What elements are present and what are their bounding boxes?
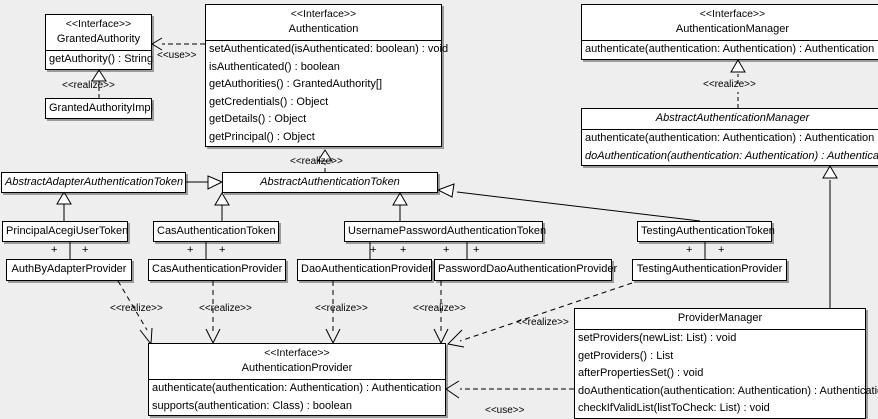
class-name: GrantedAuthority bbox=[56, 33, 141, 45]
class-box-provider-manager[interactable]: ProviderManager setProviders(newList: Li… bbox=[574, 308, 878, 419]
class-box-password-dao-authentication-provider[interactable]: PasswordDaoAuthenticationProvider bbox=[434, 259, 618, 281]
methods-compartment: authenticate(authentication: Authenticat… bbox=[149, 379, 445, 415]
class-header-abstract-authentication-manager: AbstractAuthenticationManager bbox=[582, 109, 878, 129]
class-name: Authentication bbox=[288, 23, 359, 35]
methods-compartment: setProviders(newList: List) : void getPr… bbox=[575, 329, 878, 418]
methods-compartment: authenticate(authentication: Authenticat… bbox=[582, 40, 878, 59]
relationship-label-realize-dao: <<realize>> bbox=[315, 303, 368, 314]
association-marker-plus: + bbox=[370, 244, 377, 256]
method-do-authentication: doAuthentication(authentication: Authent… bbox=[585, 149, 878, 162]
class-name: AuthenticationManager bbox=[675, 23, 790, 35]
method-get-details: getDetails() : Object bbox=[209, 113, 307, 125]
class-name-granted-authority-impl: GrantedAuthorityImpl bbox=[49, 102, 153, 114]
association-marker-plus: + bbox=[219, 244, 226, 256]
method-get-authority: getAuthority() : String bbox=[49, 53, 153, 65]
relationship-label-use-provider-manager: <<use>> bbox=[485, 405, 525, 416]
class-box-granted-authority[interactable]: <<Interface>> GrantedAuthority getAuthor… bbox=[45, 14, 153, 70]
class-name-username-password-authentication-token: UsernamePasswordAuthenticationToken bbox=[348, 225, 547, 237]
methods-compartment: getAuthority() : String bbox=[46, 50, 153, 69]
relationship-label-realize-granted-authority: <<realize>> bbox=[62, 80, 115, 91]
method-authenticate: authenticate(authentication: Authenticat… bbox=[585, 43, 875, 55]
association-marker-plus: + bbox=[443, 244, 450, 256]
class-box-username-password-authentication-token[interactable]: UsernamePasswordAuthenticationToken bbox=[344, 221, 547, 242]
association-marker-plus: + bbox=[82, 244, 89, 256]
method-get-credentials: getCredentials() : Object bbox=[209, 95, 329, 108]
class-box-testing-authentication-provider[interactable]: TestingAuthenticationProvider bbox=[632, 259, 787, 281]
class-box-authentication[interactable]: <<Interface>> Authentication setAuthenti… bbox=[205, 4, 449, 147]
method-supports: supports(authentication: Class) : boolea… bbox=[152, 399, 352, 412]
association-marker-plus: + bbox=[51, 244, 58, 256]
class-box-abstract-authentication-manager[interactable]: AbstractAuthenticationManager authentica… bbox=[581, 108, 878, 166]
methods-compartment: setAuthenticated(isAuthenticated: boolea… bbox=[206, 40, 449, 146]
class-name-abstract-adapter-authentication-token: AbstractAdapterAuthenticationToken bbox=[5, 176, 184, 188]
class-name-abstract-authentication-token: AbstractAuthenticationToken bbox=[260, 176, 400, 188]
association-marker-plus: + bbox=[718, 244, 725, 256]
class-header-granted-authority: <<Interface>> GrantedAuthority bbox=[46, 15, 151, 50]
stereotype-interface: <<Interface>> bbox=[264, 347, 330, 359]
relationship-label-realize-auth-by-adapter: <<realize>> bbox=[110, 303, 163, 314]
class-box-auth-by-adapter-provider[interactable]: AuthByAdapterProvider bbox=[6, 259, 132, 281]
method-is-authenticated: isAuthenticated() : boolean bbox=[209, 60, 340, 73]
class-box-principal-acegi-user-token[interactable]: PrincipalAcegiUserToken bbox=[2, 221, 128, 242]
method-authenticate: authenticate(authentication: Authenticat… bbox=[152, 382, 442, 394]
stereotype-interface: <<Interface>> bbox=[699, 8, 766, 20]
stereotype-interface: <<Interface>> bbox=[65, 18, 132, 30]
class-name-password-dao-authentication-provider: PasswordDaoAuthenticationProvider bbox=[438, 263, 618, 275]
method-do-authentication: doAuthentication(authentication: Authent… bbox=[578, 384, 878, 397]
class-box-dao-authentication-provider[interactable]: DaoAuthenticationProvider bbox=[297, 259, 432, 281]
class-name: AuthenticationProvider bbox=[241, 362, 353, 374]
class-box-abstract-adapter-authentication-token[interactable]: AbstractAdapterAuthenticationToken bbox=[1, 172, 186, 193]
class-name-testing-authentication-provider: TestingAuthenticationProvider bbox=[636, 263, 783, 275]
association-marker-plus: + bbox=[400, 244, 407, 256]
class-name-auth-by-adapter-provider: AuthByAdapterProvider bbox=[11, 263, 127, 275]
class-name: AbstractAuthenticationManager bbox=[655, 112, 810, 124]
methods-compartment: authenticate(authentication: Authenticat… bbox=[582, 129, 878, 165]
class-header-provider-manager: ProviderManager bbox=[575, 309, 865, 329]
class-header-authentication-manager: <<Interface>> AuthenticationManager bbox=[582, 5, 878, 40]
method-get-providers: getProviders() : List bbox=[578, 349, 674, 362]
class-box-granted-authority-impl[interactable]: GrantedAuthorityImpl bbox=[45, 98, 153, 119]
method-get-authorities: getAuthorities() : GrantedAuthority[] bbox=[209, 78, 383, 90]
relationship-label-realize-authentication-manager: <<realize>> bbox=[703, 79, 756, 90]
method-authenticate: authenticate(authentication: Authenticat… bbox=[585, 132, 875, 144]
class-box-cas-authentication-token[interactable]: CasAuthenticationToken bbox=[153, 221, 279, 242]
relationship-label-realize-password-dao: <<realize>> bbox=[413, 303, 466, 314]
class-box-abstract-authentication-token[interactable]: AbstractAuthenticationToken bbox=[222, 172, 438, 193]
method-after-properties-set: afterPropertiesSet() : void bbox=[578, 367, 704, 379]
class-header-authentication: <<Interface>> Authentication bbox=[206, 5, 441, 40]
class-name: ProviderManager bbox=[677, 312, 763, 324]
class-name-principal-acegi-user-token: PrincipalAcegiUserToken bbox=[6, 225, 129, 237]
class-box-authentication-provider[interactable]: <<Interface>> AuthenticationProvider aut… bbox=[148, 343, 446, 416]
class-box-cas-authentication-provider[interactable]: CasAuthenticationProvider bbox=[148, 259, 286, 281]
association-marker-plus: + bbox=[187, 244, 194, 256]
relationship-label-realize-authentication: <<realize>> bbox=[290, 156, 343, 167]
method-get-principal: getPrincipal() : Object bbox=[209, 130, 315, 143]
class-name-cas-authentication-provider: CasAuthenticationProvider bbox=[152, 263, 283, 275]
class-name-testing-authentication-token: TestingAuthenticationToken bbox=[641, 225, 775, 237]
relationship-label-use-granted-authority: <<use>> bbox=[157, 50, 197, 61]
class-box-authentication-manager[interactable]: <<Interface>> AuthenticationManager auth… bbox=[581, 4, 878, 60]
class-name-cas-authentication-token: CasAuthenticationToken bbox=[157, 225, 276, 237]
method-check-if-valid-list: checkIfValidList(listToCheck: List) : vo… bbox=[578, 402, 770, 414]
stereotype-interface: <<Interface>> bbox=[290, 8, 357, 20]
method-set-providers: setProviders(newList: List) : void bbox=[578, 332, 737, 344]
association-marker-plus: + bbox=[686, 244, 693, 256]
class-name-dao-authentication-provider: DaoAuthenticationProvider bbox=[301, 263, 432, 275]
association-marker-plus: + bbox=[473, 244, 480, 256]
relationship-label-realize-cas: <<realize>> bbox=[199, 303, 252, 314]
relationship-label-realize-testing: <<realize>> bbox=[516, 317, 569, 328]
class-header-authentication-provider: <<Interface>> AuthenticationProvider bbox=[149, 344, 445, 379]
method-set-authenticated: setAuthenticated(isAuthenticated: boolea… bbox=[209, 43, 449, 55]
class-box-testing-authentication-token[interactable]: TestingAuthenticationToken bbox=[637, 221, 775, 242]
